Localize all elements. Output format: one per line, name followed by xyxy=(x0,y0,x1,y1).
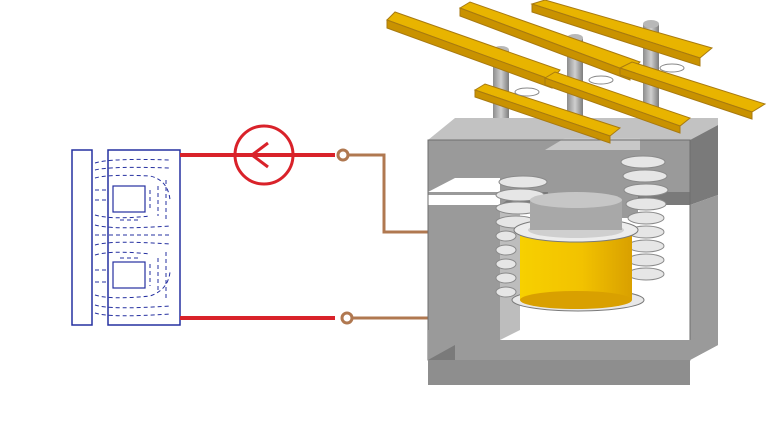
magnetic-field-schematic xyxy=(71,149,181,326)
current-source-symbol xyxy=(233,124,295,186)
terminal-bottom xyxy=(340,311,354,325)
schematic-slot-upper xyxy=(112,185,146,213)
schematic-frame xyxy=(107,149,181,326)
schematic-plate xyxy=(71,149,93,326)
schematic-slot-lower xyxy=(112,261,146,289)
field-lines xyxy=(94,158,171,317)
relay-assembly xyxy=(386,0,767,385)
terminal-top xyxy=(336,148,350,162)
contact-washers xyxy=(514,63,685,97)
coil xyxy=(511,192,645,312)
contact-bars xyxy=(386,0,767,144)
